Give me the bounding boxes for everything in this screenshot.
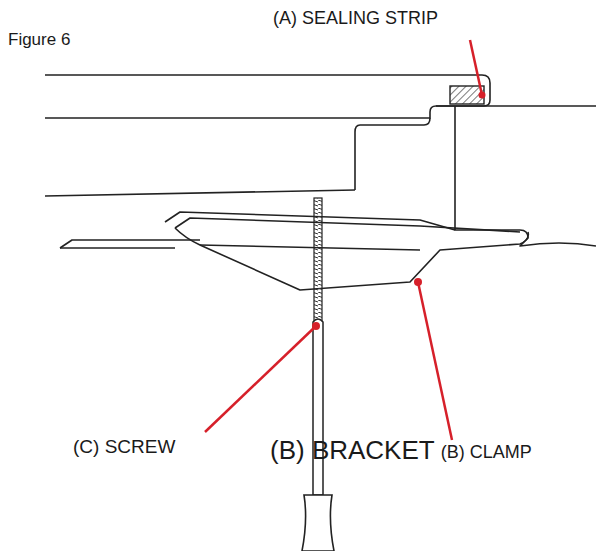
leader-dot [479,92,486,99]
lower-panel-base [60,247,175,249]
sink-rim [436,105,596,107]
leader-c [205,326,316,432]
part-label: (B) CLAMP [441,442,532,463]
screwdriver-handle [302,495,334,551]
bracket-fold [200,245,420,250]
bracket-rim [175,218,520,232]
lower-panel [60,240,200,248]
bracket-body [175,228,528,290]
screwdriver-shaft [313,319,323,495]
leader-dot [414,278,422,286]
part-label: (C) SCREW [73,436,175,458]
bracket-top [165,212,455,230]
figure-number: Figure 6 [8,30,70,50]
leader-lines [205,40,482,440]
part-label: (B) BRACKET [270,436,435,466]
countertop [45,75,490,118]
part-label: (A) SEALING STRIP [273,8,438,29]
sink-wall [455,106,596,246]
leader-dot [312,322,320,330]
under-frame [355,118,430,190]
under-frame-edge [45,190,355,196]
leader-a [470,40,482,95]
screw [314,198,322,322]
leader-b [418,282,452,440]
